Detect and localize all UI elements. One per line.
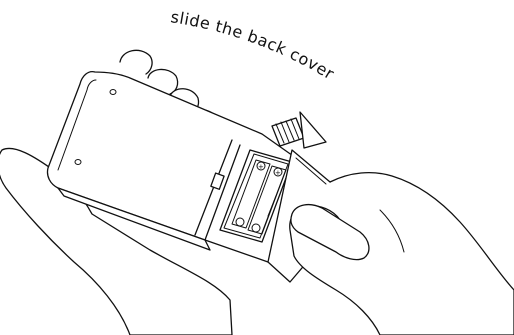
instruction-caption: slide the back cover: [169, 7, 337, 83]
battery-2-plus: +: [275, 169, 281, 177]
instruction-caption-text: slide the back cover: [169, 7, 337, 83]
battery-1-plus: +: [258, 163, 264, 171]
slide-arrow-icon: [272, 112, 326, 148]
